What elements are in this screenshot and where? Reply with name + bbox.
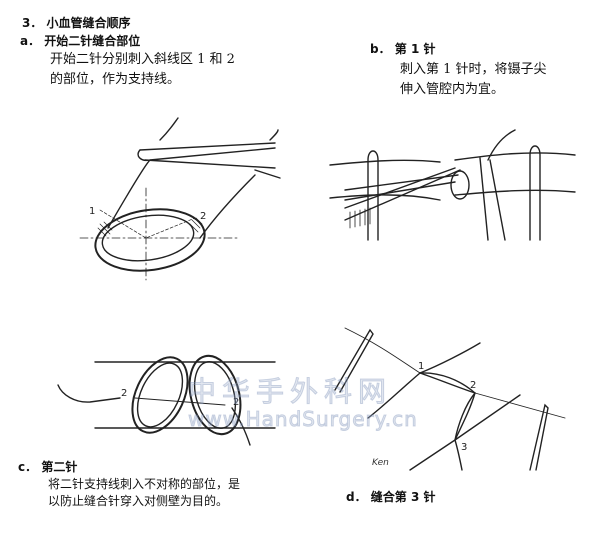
panel-d-title: d． 缝合第 3 针 <box>346 488 436 505</box>
section-number: 3． <box>22 16 43 30</box>
panel-a-illustration: 1 2 <box>79 117 281 281</box>
panel-a-label: a． <box>20 34 41 48</box>
panel-d-label: d． <box>346 490 367 504</box>
panel-a-desc-line-2: 的部位，作为支持线。 <box>50 72 181 87</box>
panel-d-heading: 缝合第 3 针 <box>370 490 436 504</box>
panel-c-desc-line-2: 以防止缝合针穿入对侧壁为目的。 <box>48 494 229 508</box>
panel-b-label: b． <box>370 42 391 56</box>
panel-b-heading: 第 1 针 <box>394 42 436 56</box>
marker-1: 1 <box>418 361 424 372</box>
panel-b-desc-line-2: 伸入管腔内为宜。 <box>400 82 505 97</box>
panel-c-label: c． <box>18 460 38 474</box>
marker-2: 2 <box>470 380 476 391</box>
watermark-chinese: 中华手外科网 <box>187 375 393 409</box>
panel-c-illustration: 2 2 <box>57 354 276 446</box>
section-title: 小血管缝合顺序 <box>46 16 131 30</box>
panel-a-desc-line-1: 开始二针分别刺入斜线区 1 和 2 <box>50 52 235 67</box>
panel-b-description: 刺入第 1 针时，将镊子尖 伸入管腔内为宜。 <box>400 60 547 100</box>
panel-b-illustration <box>329 129 576 241</box>
panel-a-heading: 开始二针缝合部位 <box>44 34 141 48</box>
panel-b-title: b． 第 1 针 <box>370 40 436 57</box>
section-heading: 3． 小血管缝合顺序 <box>22 14 131 31</box>
watermark-url: www.HandSurgery.cn <box>188 407 418 432</box>
panel-b-desc-line-1: 刺入第 1 针时，将镊子尖 <box>400 62 547 77</box>
panel-c-description: 将二针支持线刺入不对称的部位，是 以防止缝合针穿入对侧壁为目的。 <box>48 476 240 510</box>
panel-a-title: a． 开始二针缝合部位 <box>20 32 140 49</box>
marker-2-left: 2 <box>121 388 127 399</box>
panel-c-desc-line-1: 将二针支持线刺入不对称的部位，是 <box>48 477 241 491</box>
panel-a-description: 开始二针分别刺入斜线区 1 和 2 的部位，作为支持线。 <box>50 50 235 90</box>
marker-2-right: 2 <box>233 397 239 408</box>
artist-signature: Ken <box>372 458 389 468</box>
marker-2: 2 <box>200 211 206 222</box>
panel-d-illustration: 1 2 3 Ken <box>334 327 566 471</box>
marker-1: 1 <box>89 206 95 217</box>
panel-c-title: c． 第二针 <box>18 458 77 475</box>
marker-3: 3 <box>461 442 467 453</box>
panel-c-heading: 第二针 <box>41 460 78 474</box>
